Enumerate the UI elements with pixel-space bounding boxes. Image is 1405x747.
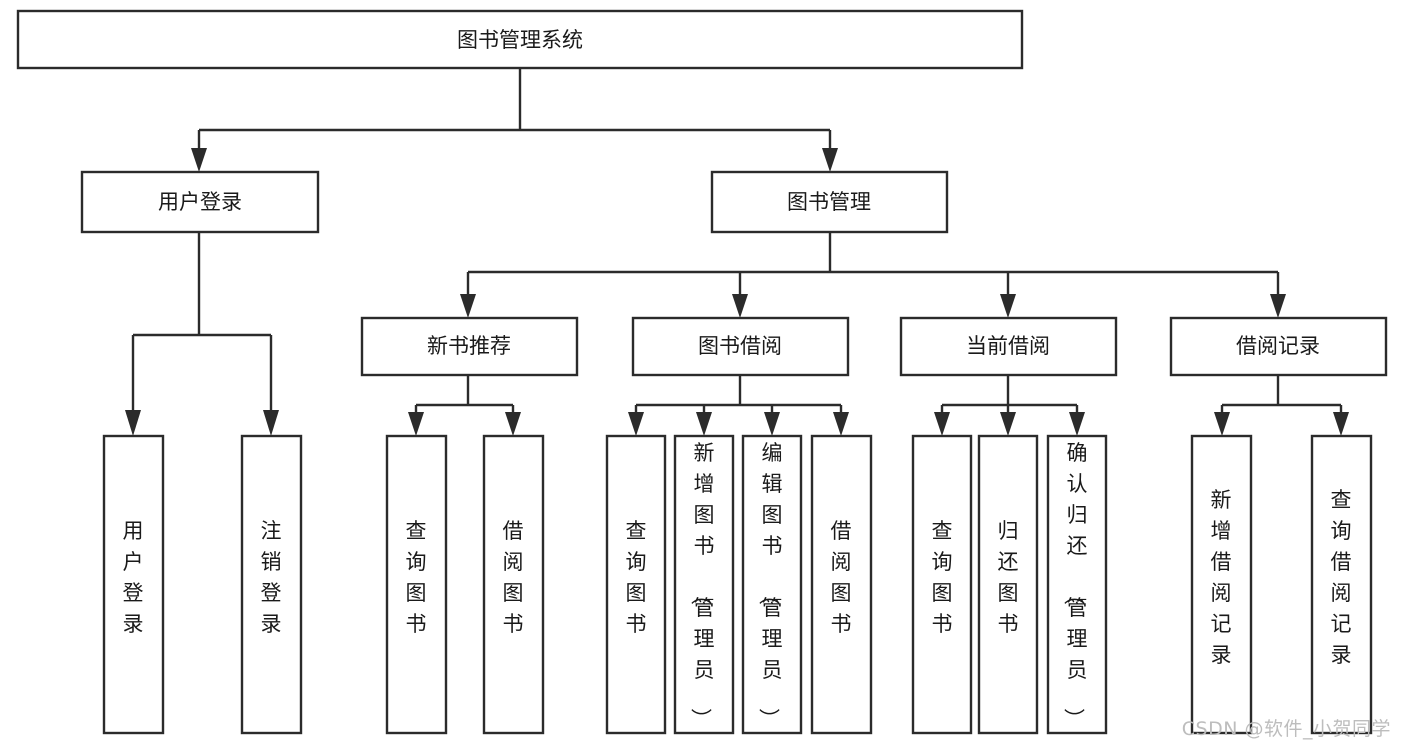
node-leaf-logout-box[interactable]	[240, 434, 303, 735]
node-leaf-edit-book[interactable]: 编辑图书（管理员）	[741, 434, 803, 735]
node-user-login-label: 用户登录	[158, 190, 242, 214]
node-leaf-borrow-book-2-box[interactable]	[810, 434, 873, 735]
node-book-manage-label: 图书管理	[787, 190, 871, 214]
node-root[interactable]: 图书管理系统	[16, 9, 1024, 70]
node-leaf-confirm-return-label: 确认归还（管理员）	[1062, 441, 1088, 729]
node-user-login-box[interactable]	[80, 170, 320, 234]
node-new-book-rec[interactable]: 新书推荐	[360, 316, 579, 377]
node-new-book-rec-box[interactable]	[360, 316, 579, 377]
node-new-book-rec-label: 新书推荐	[427, 334, 511, 358]
node-leaf-query-book-1[interactable]: 查询图书	[385, 434, 448, 735]
node-leaf-borrow-book-1-box[interactable]	[482, 434, 545, 735]
node-leaf-add-record-box[interactable]	[1190, 434, 1253, 735]
arrow-head-book-manage	[822, 148, 838, 172]
node-leaf-query-book-3-label: 查询图书	[932, 519, 953, 636]
node-leaf-return-book[interactable]: 归还图书	[977, 434, 1039, 735]
node-leaf-return-book-box[interactable]	[977, 434, 1039, 735]
edges-user-login-to-leaves	[125, 232, 279, 436]
arrow-head-leaf-query-book-1	[408, 412, 424, 436]
node-root-label: 图书管理系统	[457, 28, 583, 52]
arrow-head-leaf-add-book	[696, 412, 712, 436]
node-leaf-logout[interactable]: 注销登录	[240, 434, 303, 735]
arrow-head-user-login	[191, 148, 207, 172]
node-borrow-record-label: 借阅记录	[1236, 334, 1320, 358]
node-book-borrow-label: 图书借阅	[698, 334, 782, 358]
arrow-head-leaf-add-record	[1214, 412, 1230, 436]
arrow-head-leaf-borrow-book-1	[505, 412, 521, 436]
node-current-borrow-box[interactable]	[899, 316, 1118, 377]
edges-book-borrow-to-leaves	[628, 375, 849, 436]
node-leaf-user-login[interactable]: 用户登录	[102, 434, 165, 735]
node-leaf-borrow-book-2[interactable]: 借阅图书	[810, 434, 873, 735]
node-leaf-edit-book-box[interactable]	[741, 434, 803, 735]
node-leaf-add-record-label: 新增借阅记录	[1211, 488, 1232, 667]
node-root-box[interactable]	[16, 9, 1024, 70]
node-leaf-edit-book-label: 编辑图书（管理员）	[757, 441, 783, 729]
node-leaf-query-book-1-label: 查询图书	[406, 519, 427, 636]
arrow-head-leaf-edit-book	[764, 412, 780, 436]
arrow-head-leaf-borrow-book-2	[833, 412, 849, 436]
node-leaf-user-login-box[interactable]	[102, 434, 165, 735]
edges-borrow-record-to-leaves	[1214, 375, 1349, 436]
node-leaf-confirm-return-box[interactable]	[1046, 434, 1108, 735]
node-leaf-add-record[interactable]: 新增借阅记录	[1190, 434, 1253, 735]
node-leaf-borrow-book-1-label: 借阅图书	[503, 519, 524, 636]
arrow-head-leaf-user-login	[125, 410, 141, 436]
node-leaf-query-record-box[interactable]	[1310, 434, 1373, 735]
node-leaf-query-book-3-box[interactable]	[911, 434, 973, 735]
node-book-borrow[interactable]: 图书借阅	[631, 316, 850, 377]
edges-root-to-level2	[191, 68, 838, 172]
arrow-head-leaf-return-book	[1000, 412, 1016, 436]
node-leaf-user-login-label: 用户登录	[123, 519, 144, 636]
node-leaf-query-book-1-box[interactable]	[385, 434, 448, 735]
node-leaf-query-book-2-label: 查询图书	[626, 519, 647, 636]
node-leaf-add-book-box[interactable]	[673, 434, 735, 735]
arrow-head-current-borrow	[1000, 294, 1016, 318]
node-current-borrow-label: 当前借阅	[966, 334, 1050, 358]
node-user-login[interactable]: 用户登录	[80, 170, 320, 234]
node-leaf-add-book-label: 新增图书（管理员）	[689, 441, 715, 729]
node-leaf-return-book-label: 归还图书	[998, 519, 1019, 636]
edges-current-borrow-to-leaves	[934, 375, 1085, 436]
node-leaf-query-book-2[interactable]: 查询图书	[605, 434, 667, 735]
node-borrow-record[interactable]: 借阅记录	[1169, 316, 1388, 377]
arrow-head-leaf-confirm-return	[1069, 412, 1085, 436]
edges-book-manage-to-level3	[460, 232, 1286, 318]
arrow-head-new-book-rec	[460, 294, 476, 318]
node-book-manage[interactable]: 图书管理	[710, 170, 949, 234]
arrow-head-leaf-query-book-2	[628, 412, 644, 436]
node-leaf-query-book-3[interactable]: 查询图书	[911, 434, 973, 735]
node-leaf-query-book-2-box[interactable]	[605, 434, 667, 735]
node-leaf-borrow-book-1[interactable]: 借阅图书	[482, 434, 545, 735]
node-leaf-logout-label: 注销登录	[261, 519, 282, 636]
node-book-borrow-box[interactable]	[631, 316, 850, 377]
edges-new-book-rec-to-leaves	[408, 375, 521, 436]
arrow-head-leaf-logout	[263, 410, 279, 436]
node-leaf-query-record-label: 查询借阅记录	[1331, 488, 1352, 667]
node-leaf-query-record[interactable]: 查询借阅记录	[1310, 434, 1373, 735]
node-leaf-add-book[interactable]: 新增图书（管理员）	[673, 434, 735, 735]
arrow-head-leaf-query-book-3	[934, 412, 950, 436]
node-book-manage-box[interactable]	[710, 170, 949, 234]
node-leaf-confirm-return[interactable]: 确认归还（管理员）	[1046, 434, 1108, 735]
node-leaf-borrow-book-2-label: 借阅图书	[831, 519, 852, 636]
node-current-borrow[interactable]: 当前借阅	[899, 316, 1118, 377]
arrow-head-borrow-record	[1270, 294, 1286, 318]
arrow-head-book-borrow	[732, 294, 748, 318]
arrow-head-leaf-query-record	[1333, 412, 1349, 436]
node-borrow-record-box[interactable]	[1169, 316, 1388, 377]
